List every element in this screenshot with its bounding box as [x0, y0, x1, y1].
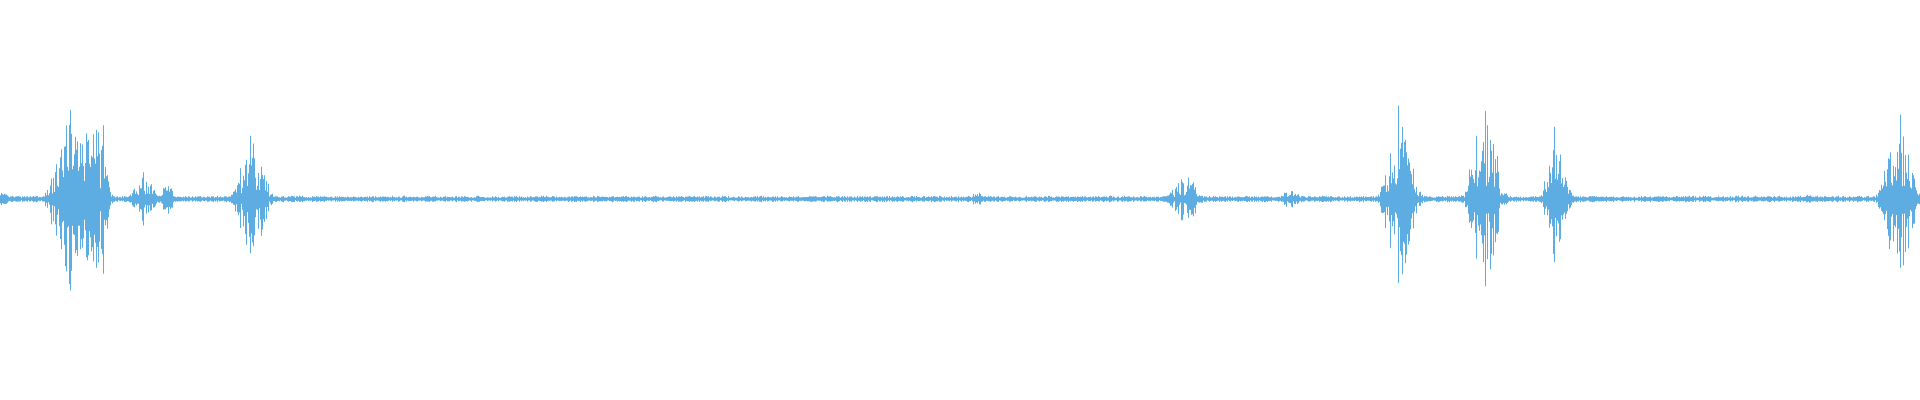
waveform-trace	[0, 105, 1920, 291]
